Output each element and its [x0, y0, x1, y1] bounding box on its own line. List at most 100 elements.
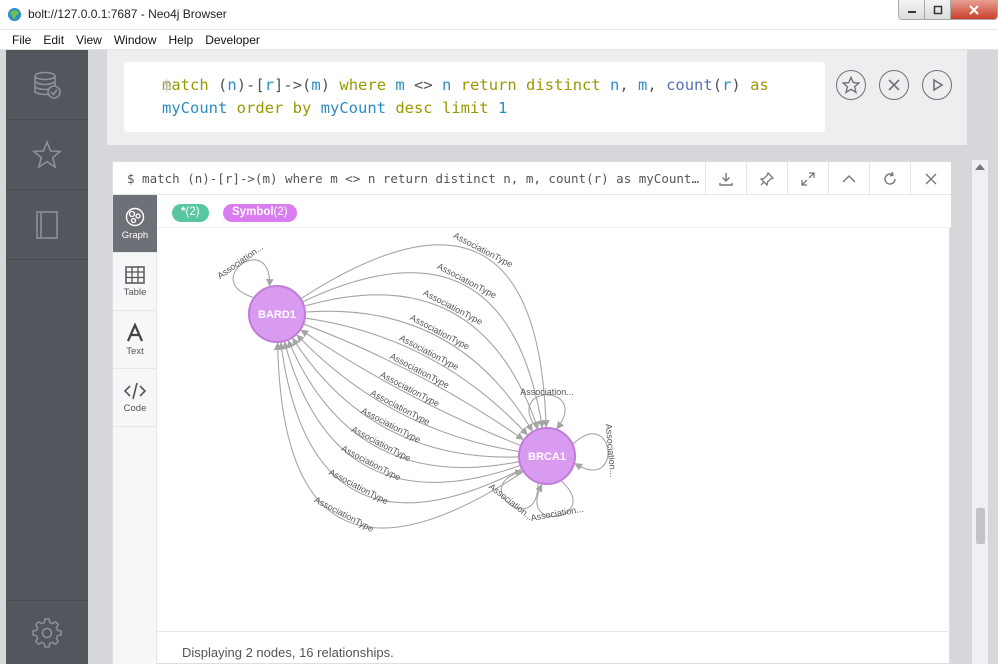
window-edge — [0, 50, 6, 664]
menu-file[interactable]: File — [12, 32, 32, 47]
settings-icon — [32, 617, 62, 648]
frame-query[interactable]: $ match (n)-[r]->(m) where m <> n return… — [127, 171, 705, 186]
relationship-edge — [303, 323, 524, 440]
self-loop-brca1-right — [572, 433, 609, 471]
editor-token: r — [722, 76, 732, 94]
editor-token: match — [162, 76, 218, 94]
download-icon — [719, 172, 733, 186]
editor-token: 1 — [497, 99, 508, 117]
relationship-edge — [301, 244, 550, 428]
menu-window[interactable]: Window — [113, 32, 157, 47]
relationship-label: AssociationType — [313, 495, 376, 534]
self-loop-label: Association... — [215, 242, 265, 281]
download-button[interactable] — [705, 162, 746, 195]
close-window-button[interactable] — [951, 0, 997, 19]
pin-icon — [759, 171, 775, 186]
tab-table-label: Table — [123, 286, 147, 298]
menu-edit[interactable]: Edit — [43, 32, 65, 47]
menu-view[interactable]: View — [76, 32, 102, 47]
result-frame: $ match (n)-[r]->(m) where m <> n return… — [112, 161, 951, 664]
tab-code[interactable]: Code — [113, 369, 157, 427]
fullscreen-button[interactable] — [787, 162, 828, 195]
menu-developer[interactable]: Developer — [205, 32, 260, 47]
frame-view-tabs: Graph Table Text Code — [113, 195, 157, 664]
table-icon — [125, 265, 145, 284]
editor-token: ( — [712, 76, 723, 94]
legend-symbol-nodes[interactable]: Symbol(2) — [223, 204, 297, 222]
sidebar — [6, 50, 88, 664]
tab-graph[interactable]: Graph — [113, 195, 157, 253]
close-frame-button[interactable] — [910, 162, 951, 195]
graph-node-brca1 — [518, 427, 576, 485]
tab-table[interactable]: Table — [113, 253, 157, 311]
editor-token: , — [619, 76, 639, 94]
editor-token: desc — [395, 99, 442, 117]
editor-prompt: $ — [162, 76, 172, 94]
self-loop-label: Association... — [487, 481, 535, 522]
scroll-thumb[interactable] — [976, 508, 985, 544]
relationship-edge — [302, 272, 545, 429]
sidebar-item-favorites[interactable] — [6, 120, 88, 190]
legend-all-nodes[interactable]: *(2) — [172, 204, 209, 222]
editor-token: ]->( — [274, 76, 312, 94]
editor-token: n — [227, 76, 237, 94]
text-icon — [126, 322, 144, 341]
editor-token: m — [311, 76, 321, 94]
relationship-edge — [273, 342, 524, 529]
main-area: $ match (n)-[r]->(m) where m <> n return… — [88, 50, 998, 664]
editor-token: order by — [236, 99, 321, 117]
legend-label: Symbol — [232, 206, 274, 218]
tab-code-label: Code — [123, 402, 147, 414]
minimize-icon — [907, 10, 916, 13]
expand-icon — [801, 171, 815, 186]
relationship-edge — [304, 294, 540, 430]
tab-graph-label: Graph — [121, 229, 149, 241]
sidebar-item-settings[interactable] — [6, 600, 88, 664]
editor-token: <> — [414, 76, 443, 94]
relationship-edge — [282, 341, 520, 483]
pin-button[interactable] — [746, 162, 787, 195]
sidebar-item-documents[interactable] — [6, 190, 88, 260]
editor-token: myCount — [320, 99, 396, 117]
frame-header: $ match (n)-[r]->(m) where m <> n return… — [113, 162, 951, 195]
close-icon — [888, 79, 900, 91]
relationship-edge — [305, 317, 528, 436]
editor-bar: $ match (n)-[r]->(m) where m <> n return… — [107, 50, 967, 145]
graph-node-bard1 — [248, 285, 306, 343]
editor-token: myCount — [162, 99, 237, 117]
relationship-edge — [292, 337, 519, 458]
relationship-edge — [305, 310, 533, 432]
window-title: bolt://127.0.0.1:7687 - Neo4j Browser — [28, 7, 227, 21]
graph-legend: *(2) Symbol(2) — [157, 195, 951, 228]
scroll-up-arrow[interactable] — [975, 164, 985, 170]
relationship-edge — [287, 339, 519, 469]
query-editor[interactable]: $ match (n)-[r]->(m) where m <> n return… — [124, 62, 825, 132]
clear-button[interactable] — [879, 70, 909, 100]
collapse-button[interactable] — [828, 162, 869, 195]
self-loop-brca1-top — [528, 394, 566, 430]
relationship-edge — [277, 342, 522, 504]
sidebar-item-database[interactable] — [6, 50, 88, 120]
run-button[interactable] — [922, 70, 952, 100]
menu-help[interactable]: Help — [168, 32, 194, 47]
minimize-button[interactable] — [899, 0, 925, 19]
menu-bar: File Edit View Window Help Developer — [0, 30, 998, 50]
legend-count: (2) — [273, 206, 288, 218]
tab-text[interactable]: Text — [113, 311, 157, 369]
maximize-icon — [933, 5, 942, 14]
editor-token: m — [638, 76, 648, 94]
status-bar: Displaying 2 nodes, 16 relationships. — [157, 631, 951, 664]
database-icon — [34, 71, 61, 99]
close-icon — [969, 4, 979, 15]
chevron-up-icon — [842, 174, 856, 182]
tab-text-label: Text — [126, 345, 144, 357]
maximize-button[interactable] — [925, 0, 951, 19]
rerun-button[interactable] — [869, 162, 910, 195]
page-scrollbar[interactable] — [972, 160, 988, 664]
favorite-button[interactable] — [836, 70, 866, 100]
editor-token: n — [442, 76, 461, 94]
node-label: BARD1 — [258, 309, 296, 321]
editor-token: , — [647, 76, 667, 94]
graph-svg: AssociationTypeAssociationTypeAssociatio… — [215, 230, 618, 534]
